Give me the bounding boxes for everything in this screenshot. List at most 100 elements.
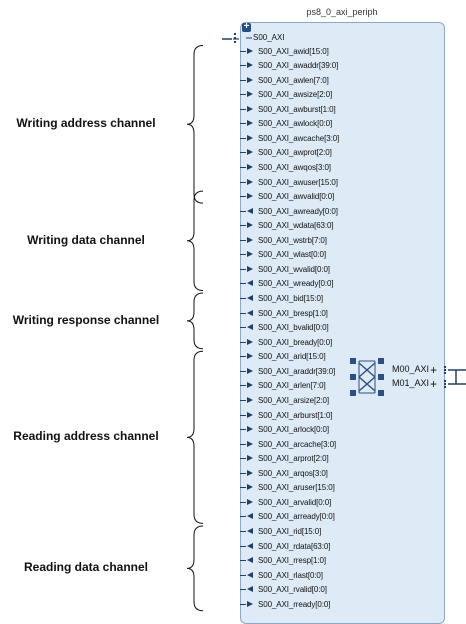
port-label: S00_AXI_wready[0:0]	[258, 279, 334, 289]
port-label: S00_AXI_awlen[7:0]	[258, 75, 329, 85]
port-stub	[240, 50, 246, 52]
port-label: S00_AXI_wdata[63:0]	[258, 221, 334, 231]
port-label: S00_AXI_rdata[63:0]	[258, 541, 331, 551]
port-label: S00_AXI_wlast[0:0]	[258, 250, 327, 260]
port-stub	[240, 385, 246, 387]
port-label: S00_AXI_rvalid[0:0]	[258, 585, 327, 595]
output-arrow-icon	[247, 571, 253, 578]
input-arrow-icon	[247, 178, 253, 185]
port-label: S00_AXI_arcache[3:0]	[258, 439, 337, 449]
port-label: S00_AXI_arburst[1:0]	[258, 410, 333, 420]
channel-brace	[186, 525, 204, 612]
input-arrow-icon	[247, 367, 253, 374]
output-arrow-icon	[247, 527, 253, 534]
port-stub	[240, 327, 246, 329]
port-stub	[240, 108, 246, 110]
port-label: S00_AXI_arqos[3:0]	[258, 468, 328, 478]
port-stub	[240, 341, 246, 343]
input-arrow-icon	[247, 338, 253, 345]
port-label: S00_AXI_rready[0:0]	[258, 599, 331, 609]
port-label: S00_AXI_arid[15:0]	[258, 352, 326, 362]
input-arrow-icon	[247, 222, 253, 229]
master-port-label: M00_AXI	[392, 364, 430, 374]
port-stub	[240, 225, 246, 227]
block-title: ps8_0_axi_periph	[306, 7, 378, 17]
port-label: S00_AXI_awready[0:0]	[258, 206, 338, 216]
port-stub	[240, 254, 246, 256]
slave-bus-label: S00_AXI	[253, 33, 285, 42]
port-label: S00_AXI_araddr[39:0]	[258, 366, 336, 376]
input-arrow-icon	[247, 149, 253, 156]
output-arrow-icon	[247, 542, 253, 549]
input-arrow-icon	[247, 76, 253, 83]
port-label: S00_AXI_bresp[1:0]	[258, 308, 328, 318]
port-label: S00_AXI_bid[15:0]	[258, 294, 324, 304]
port-stub	[240, 589, 246, 591]
port-label: S00_AXI_wstrb[7:0]	[258, 235, 327, 245]
channel-brace	[186, 350, 204, 524]
port-stub	[240, 472, 246, 474]
port-stub	[240, 137, 246, 139]
input-arrow-icon	[247, 498, 253, 505]
port-label: S00_AXI_bvalid[0:0]	[258, 323, 329, 333]
axi-interconnect-block[interactable]	[240, 22, 445, 624]
expand-port-icon[interactable]: +	[430, 377, 438, 391]
port-label: S00_AXI_arsize[2:0]	[258, 395, 330, 405]
input-arrow-icon	[247, 426, 253, 433]
port-label: S00_AXI_awaddr[39:0]	[258, 61, 339, 71]
output-arrow-icon	[247, 309, 253, 316]
input-arrow-icon	[247, 396, 253, 403]
port-stub	[240, 443, 246, 445]
channel-brace	[186, 45, 204, 204]
slave-bus-connector-dot	[234, 33, 236, 35]
channel-brace	[186, 292, 204, 350]
port-stub	[240, 312, 246, 314]
channel-brace	[186, 190, 204, 291]
port-stub	[240, 458, 246, 460]
port-stub	[240, 152, 246, 154]
port-stub	[240, 196, 246, 198]
port-label: S00_AXI_awlock[0:0]	[258, 119, 333, 129]
port-label: S00_AXI_awid[15:0]	[258, 46, 329, 56]
port-stub	[240, 516, 246, 518]
port-stub	[240, 501, 246, 503]
output-arrow-icon	[247, 586, 253, 593]
output-arrow-icon	[247, 207, 253, 214]
input-arrow-icon	[247, 251, 253, 258]
port-label: S00_AXI_rresp[1:0]	[258, 556, 327, 566]
slave-bus-connector-dot	[234, 37, 236, 39]
port-label: S00_AXI_awuser[15:0]	[258, 177, 338, 187]
port-stub	[240, 283, 246, 285]
port-stub	[240, 399, 246, 401]
port-stub	[240, 65, 246, 67]
port-stub	[240, 166, 246, 168]
port-stub	[240, 210, 246, 212]
port-stub	[240, 123, 246, 125]
port-label: S00_AXI_arvalid[0:0]	[258, 497, 332, 507]
input-arrow-icon	[247, 440, 253, 447]
input-arrow-icon	[247, 455, 253, 462]
output-arrow-icon	[247, 324, 253, 331]
input-arrow-icon	[247, 484, 253, 491]
port-label: S00_AXI_aruser[15:0]	[258, 483, 335, 493]
port-stub	[240, 94, 246, 96]
expand-port-icon[interactable]: +	[430, 363, 438, 377]
port-stub	[240, 487, 246, 489]
port-stub	[240, 545, 246, 547]
port-stub	[240, 429, 246, 431]
channel-label: Writing response channel	[12, 312, 160, 327]
channel-label: Writing data channel	[27, 232, 145, 247]
expand-block-button[interactable]: +	[242, 21, 251, 32]
channel-label: Writing address channel	[16, 116, 156, 131]
port-label: S00_AXI_arprot[2:0]	[258, 454, 329, 464]
output-arrow-icon	[247, 280, 253, 287]
input-arrow-icon	[247, 353, 253, 360]
input-arrow-icon	[247, 91, 253, 98]
port-stub	[240, 239, 246, 241]
port-stub	[240, 298, 246, 300]
port-label: S00_AXI_arready[0:0]	[258, 512, 335, 522]
port-label: S00_AXI_wvalid[0:0]	[258, 264, 330, 274]
port-stub	[240, 530, 246, 532]
port-stub	[240, 560, 246, 562]
port-label: S00_AXI_awsize[2:0]	[258, 90, 333, 100]
